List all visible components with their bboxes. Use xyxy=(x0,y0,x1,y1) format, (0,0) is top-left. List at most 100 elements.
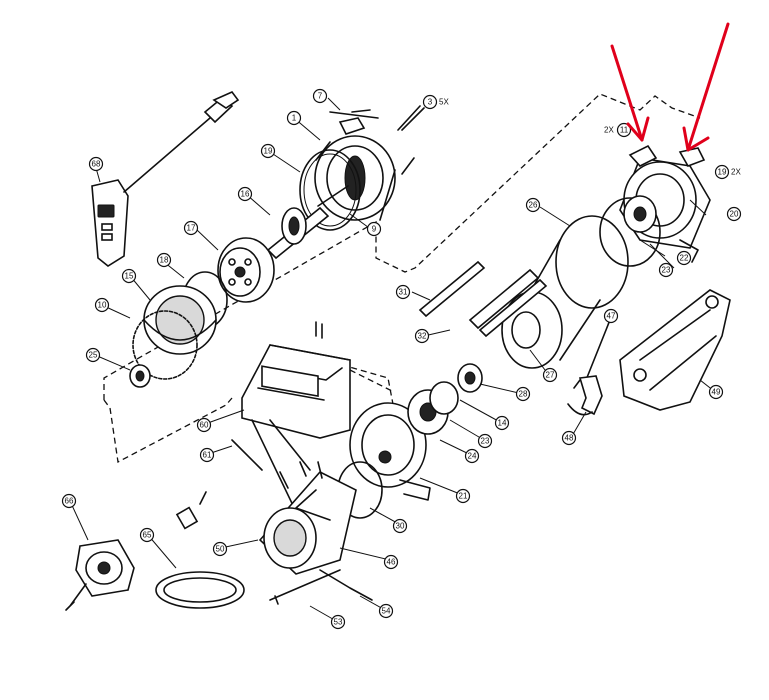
svg-text:65: 65 xyxy=(143,531,152,540)
callout-3: 3 5X xyxy=(422,94,449,110)
callout-25: 25 xyxy=(85,347,101,363)
callout-48: 48 xyxy=(561,430,577,446)
assembly-outline-lower xyxy=(103,397,233,464)
red-arrow-right xyxy=(682,22,730,152)
gear-housing xyxy=(349,402,431,501)
callout-14: 14 xyxy=(494,415,510,431)
svg-text:26: 26 xyxy=(529,201,538,210)
svg-text:1: 1 xyxy=(292,114,297,123)
callout-65: 65 xyxy=(139,527,155,543)
svg-text:10: 10 xyxy=(98,301,107,310)
gasket-19 xyxy=(299,149,361,231)
svg-text:9: 9 xyxy=(372,225,377,234)
callout-21: 21 xyxy=(455,488,471,504)
callout-30: 30 xyxy=(392,518,408,534)
svg-text:18: 18 xyxy=(160,256,169,265)
bolt-3 xyxy=(397,105,425,131)
remote-control xyxy=(91,91,240,267)
callout-16: 16 xyxy=(237,186,253,202)
callout-60: 60 xyxy=(196,417,212,433)
fairlead xyxy=(619,289,731,411)
callout-66: 66 xyxy=(61,493,77,509)
callout-20: 20 xyxy=(726,206,742,222)
svg-text:23: 23 xyxy=(481,437,490,446)
svg-text:15: 15 xyxy=(125,272,134,281)
svg-text:20: 20 xyxy=(730,210,739,219)
svg-text:16: 16 xyxy=(241,190,250,199)
svg-text:21: 21 xyxy=(459,492,468,501)
callout-15: 15 xyxy=(121,268,137,284)
callout-61: 61 xyxy=(199,447,215,463)
svg-text:2X: 2X xyxy=(604,126,614,135)
callout-28: 28 xyxy=(515,386,531,402)
svg-text:66: 66 xyxy=(65,497,74,506)
callout-31: 31 xyxy=(395,284,411,300)
callout-23a: 23 xyxy=(658,262,674,278)
callout-47: 47 xyxy=(603,308,619,324)
svg-text:31: 31 xyxy=(399,288,408,297)
svg-text:3: 3 xyxy=(428,98,433,107)
svg-text:28: 28 xyxy=(519,390,528,399)
callout-68: 68 xyxy=(88,156,104,172)
control-box xyxy=(175,321,351,530)
svg-text:32: 32 xyxy=(418,332,427,341)
callout-19a: 19 xyxy=(260,143,276,159)
winch-motor xyxy=(258,461,357,575)
callout-24: 24 xyxy=(464,448,480,464)
svg-text:5X: 5X xyxy=(439,98,449,107)
assembly-outline-motor xyxy=(331,361,397,421)
solenoid-part xyxy=(65,539,135,611)
svg-text:61: 61 xyxy=(203,451,212,460)
svg-text:24: 24 xyxy=(468,452,477,461)
svg-text:49: 49 xyxy=(712,388,721,397)
callout-23b: 23 xyxy=(477,433,493,449)
callout-49: 49 xyxy=(708,384,724,400)
svg-text:47: 47 xyxy=(607,312,616,321)
drive-shaft xyxy=(266,185,349,260)
callout-11: 2X 11 xyxy=(604,122,632,138)
bolt-7 xyxy=(329,109,379,119)
red-arrow-left xyxy=(610,44,650,142)
callout-32: 32 xyxy=(414,328,430,344)
callout-46: 46 xyxy=(383,554,399,570)
gear-carrier xyxy=(217,237,275,303)
svg-text:68: 68 xyxy=(92,160,101,169)
assembly-outline xyxy=(103,93,701,400)
callout-9: 9 xyxy=(366,221,382,237)
callout-17: 17 xyxy=(183,220,199,236)
svg-text:7: 7 xyxy=(318,92,323,101)
ring-gear xyxy=(143,285,217,355)
svg-text:17: 17 xyxy=(187,224,196,233)
bushing-22 xyxy=(623,195,657,233)
strap xyxy=(155,571,245,609)
bushing-25 xyxy=(129,364,151,388)
callout-54: 54 xyxy=(378,603,394,619)
svg-text:11: 11 xyxy=(620,126,629,135)
bolt-small xyxy=(401,157,415,175)
gear-stack xyxy=(407,363,483,435)
gasket-23 xyxy=(599,197,661,267)
svg-text:50: 50 xyxy=(216,545,225,554)
callout-18: 18 xyxy=(156,252,172,268)
svg-text:25: 25 xyxy=(89,351,98,360)
hook-assembly xyxy=(567,319,611,416)
callout-53: 53 xyxy=(330,614,346,630)
callout-26: 26 xyxy=(525,197,541,213)
svg-text:23: 23 xyxy=(662,266,671,275)
svg-text:60: 60 xyxy=(200,421,209,430)
callout-10: 10 xyxy=(94,297,110,313)
svg-text:46: 46 xyxy=(387,558,396,567)
svg-text:22: 22 xyxy=(680,254,689,263)
svg-text:14: 14 xyxy=(498,419,507,428)
svg-text:30: 30 xyxy=(396,522,405,531)
ring-10 xyxy=(132,310,198,380)
callout-7: 7 xyxy=(312,88,328,104)
svg-text:2X: 2X xyxy=(731,168,741,177)
callout-27: 27 xyxy=(542,367,558,383)
wire-54 xyxy=(319,569,373,601)
svg-text:54: 54 xyxy=(382,607,391,616)
svg-text:27: 27 xyxy=(546,371,555,380)
